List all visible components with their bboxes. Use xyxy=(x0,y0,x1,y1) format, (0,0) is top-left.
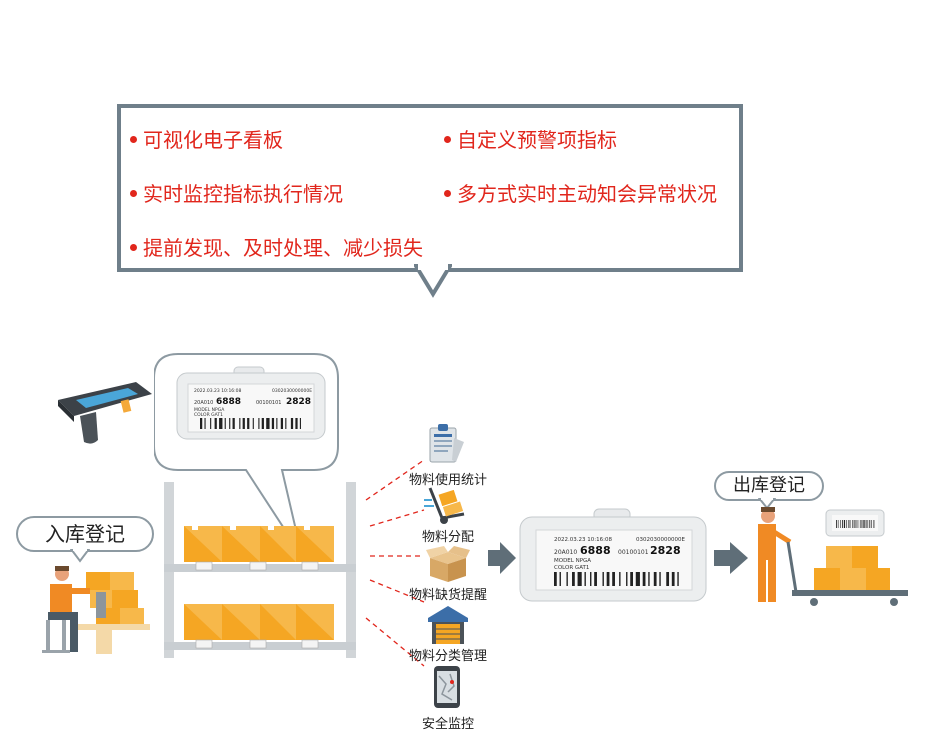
esl-left-big-small: 6888 xyxy=(216,397,241,407)
handheld-scanner-icon xyxy=(58,382,152,444)
open-box-icon xyxy=(426,546,470,582)
outbound-label-tail xyxy=(758,498,776,510)
material-label: 物料缺货提醒 xyxy=(408,588,487,603)
phone-map-icon xyxy=(434,666,460,708)
shelf-tags xyxy=(195,561,319,649)
esl-code-small: 0302030000000E xyxy=(272,388,312,394)
clipboard-icon xyxy=(429,424,464,463)
callout-tail xyxy=(414,264,452,298)
esl-left-small-small: 20A010 xyxy=(194,400,213,406)
esl-model-small: MODEL NPGA xyxy=(194,407,225,413)
dashed-connectors xyxy=(365,459,425,667)
esl-left-big: 6888 xyxy=(580,544,611,557)
barcode-icon xyxy=(554,572,679,586)
bullet-dot-icon xyxy=(444,136,451,143)
feature-item: 提前发现、及时处理、减少损失 xyxy=(130,232,423,261)
material-label: 物料分类管理 xyxy=(408,649,487,664)
barcode-icon xyxy=(200,418,301,429)
material-label: 物料分配 xyxy=(421,530,474,545)
feature-item: 实时监控指标执行情况 xyxy=(130,178,343,207)
arrow-right-icon xyxy=(488,542,516,574)
esl-mid-small: 00100101 xyxy=(618,549,649,556)
bullet-dot-icon xyxy=(130,136,137,143)
features-callout xyxy=(117,104,743,272)
warehouse-icon xyxy=(428,606,468,644)
esl-code: 0302030000000E xyxy=(636,537,685,543)
esl-datetime-small: 2022.03.23 10:16:08 xyxy=(194,388,242,394)
feature-item: 多方式实时主动知会异常状况 xyxy=(444,178,717,207)
barcode-icon xyxy=(836,520,875,528)
warehouse-shelf xyxy=(164,482,356,658)
esl-left-small: 20A010 xyxy=(554,549,577,556)
material-label: 物料使用统计 xyxy=(408,473,487,488)
material-label: 安全监控 xyxy=(421,717,474,732)
esl-color-small: COLOR GAT1 xyxy=(194,412,223,418)
feature-item: 自定义预警项指标 xyxy=(444,124,617,153)
esl-model: MODEL NPGA xyxy=(554,558,591,564)
esl-tag-large: 2022.03.23 10:16:08 0302030000000E 20A01… xyxy=(519,508,707,602)
outbound-label: 出库登记 xyxy=(714,471,824,501)
esl-right-big-small: 2828 xyxy=(286,397,311,407)
shelf-boxes-top xyxy=(184,526,334,562)
esl-right-big: 2828 xyxy=(650,544,681,557)
bullet-dot-icon xyxy=(444,190,451,197)
inbound-label: 入库登记 xyxy=(16,516,154,552)
bullet-dot-icon xyxy=(130,190,137,197)
esl-color: COLOR GAT1 xyxy=(554,565,589,571)
inbound-label-tail xyxy=(70,549,90,563)
outbound-worker-cart xyxy=(758,507,908,606)
bullet-dot-icon xyxy=(130,244,137,251)
shelf-boxes-bottom xyxy=(184,604,334,640)
inbound-worker-figure xyxy=(42,566,150,654)
esl-mid-small-small: 00100101 xyxy=(256,400,281,406)
feature-item: 可视化电子看板 xyxy=(130,124,283,153)
esl-tag-small: 2022.03.23 10:16:08 0302030000000E 20A01… xyxy=(176,366,326,440)
hand-truck-icon xyxy=(424,487,465,524)
arrow-right-icon xyxy=(714,542,748,574)
esl-datetime: 2022.03.23 10:16:08 xyxy=(554,537,612,543)
